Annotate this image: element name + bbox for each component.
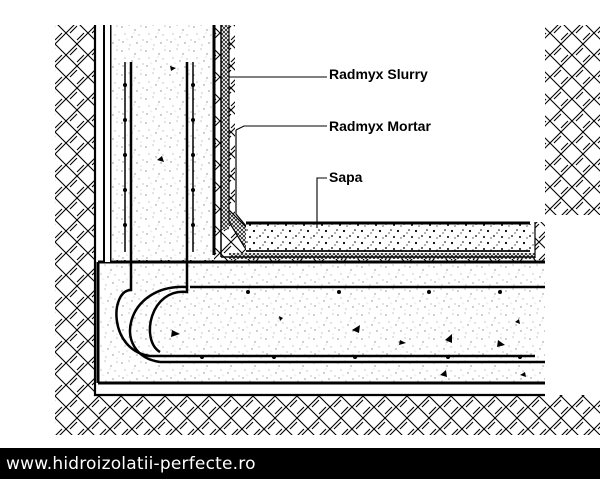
leader-lines: [229, 76, 327, 228]
wall-rebar-dots: [123, 83, 195, 227]
aggregate-chips: [157, 66, 526, 377]
label-radmyx-slurry: Radmyx Slurry: [329, 66, 428, 82]
sapa-screed-layer: [246, 224, 535, 253]
label-sapa: Sapa: [329, 169, 363, 185]
footer-url: www.hidroizolatii-perfecte.ro: [6, 453, 256, 474]
waterproofing-cross-section-diagram: Radmyx Slurry Radmyx Mortar Sapa: [55, 25, 600, 435]
excavation-void: [235, 25, 545, 222]
label-radmyx-mortar: Radmyx Mortar: [329, 118, 431, 134]
slab-rebar-dots: [200, 290, 522, 359]
footer-bar: www.hidroizolatii-perfecte.ro: [0, 448, 600, 479]
radmyx-slurry-layer: [221, 25, 229, 230]
slab-rebar: [115, 262, 545, 364]
radmyx-slurry-slab: [229, 253, 535, 259]
concrete-slab: [98, 262, 545, 383]
concrete-wall: [110, 25, 214, 260]
